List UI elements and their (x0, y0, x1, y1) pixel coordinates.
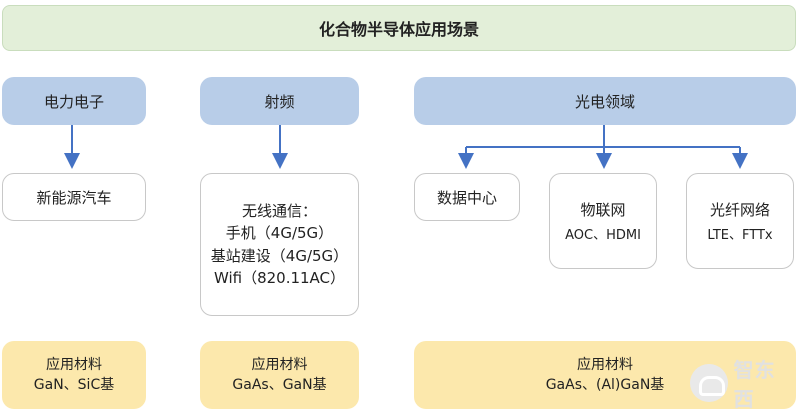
materials-power-value: GaN、SiC基 (33, 377, 115, 393)
materials-opto-label: 应用材料 (577, 356, 633, 373)
app-node-iot-label: 物联网 (580, 201, 626, 219)
category-optoelectronics: 光电领域 (414, 77, 796, 125)
diagram-title: 化合物半导体应用场景 (2, 5, 796, 51)
materials-rf: 应用材料 GaAs、GaN基 (200, 341, 359, 409)
materials-rf-label: 应用材料 (251, 356, 308, 373)
wireless-heading: 无线通信： (241, 201, 317, 220)
category-power-electronics-label: 电力电子 (43, 92, 104, 111)
materials-rf-value: GaAs、GaN基 (232, 377, 327, 393)
app-node-iot: 物联网 AOC、HDMI (549, 173, 657, 269)
watermark-logo-icon (690, 364, 728, 402)
watermark: 智东西 (690, 357, 796, 411)
category-power-electronics: 电力电子 (2, 77, 146, 125)
app-node-optical-network-sub: LTE、FTTx (707, 228, 773, 243)
wireless-line-basestation: 基站建设（4G/5G） (210, 246, 349, 265)
materials-power-label: 应用材料 (46, 356, 102, 373)
wireless-line-phone: 手机（4G/5G） (225, 224, 334, 242)
app-node-optical-network: 光纤网络 LTE、FTTx (686, 173, 794, 269)
app-node-datacenter-label: 数据中心 (436, 188, 497, 207)
materials-power: 应用材料 GaN、SiC基 (2, 341, 146, 409)
category-optoelectronics-label: 光电领域 (574, 92, 635, 111)
app-node-ev: 新能源汽车 (2, 173, 146, 221)
wireless-line-wifi: Wifi（820.11AC） (213, 269, 346, 287)
app-node-optical-network-label: 光纤网络 (709, 201, 770, 219)
category-rf: 射频 (200, 77, 359, 125)
diagram-title-text: 化合物半导体应用场景 (318, 20, 479, 39)
materials-opto-value: GaAs、(Al)GaN基 (545, 377, 665, 393)
watermark-text: 智东西 (733, 358, 776, 411)
materials-opto: 应用材料 GaAs、(Al)GaN基 (414, 341, 796, 409)
app-node-datacenter: 数据中心 (414, 173, 520, 221)
app-node-wireless: 无线通信： 手机（4G/5G） 基站建设（4G/5G） Wifi（820.11A… (200, 173, 359, 316)
category-rf-label: 射频 (264, 92, 295, 111)
app-node-iot-sub: AOC、HDMI (565, 228, 641, 243)
app-node-ev-label: 新能源汽车 (36, 188, 112, 207)
